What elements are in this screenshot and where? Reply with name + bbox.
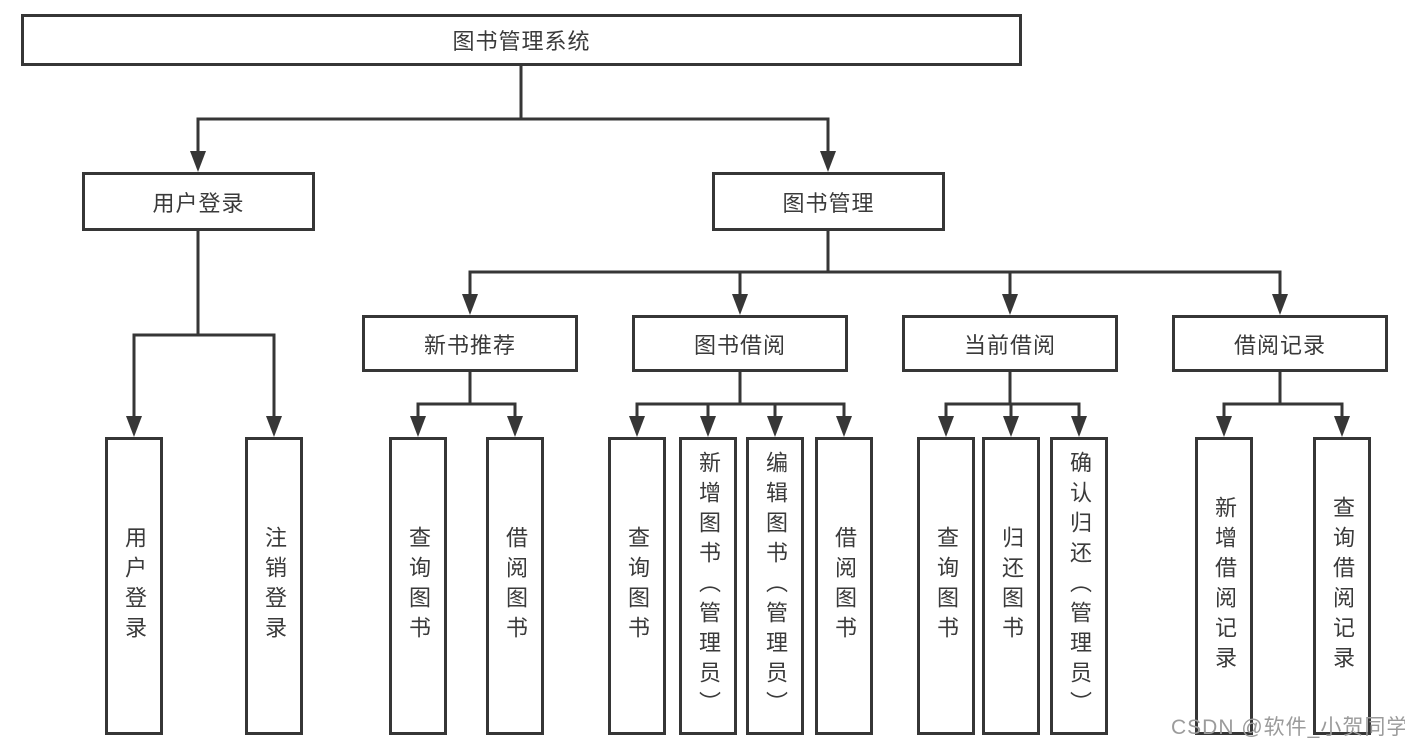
node-book-borrow: 图书借阅 bbox=[632, 315, 848, 372]
leaf-nb-borrow-books: 借阅图书 bbox=[486, 437, 544, 735]
leaf-bb-borrow-books-label: 借阅图书 bbox=[832, 526, 857, 646]
leaf-nb-query-books-label: 查询图书 bbox=[406, 526, 431, 646]
leaf-cb-return-books: 归还图书 bbox=[982, 437, 1040, 735]
node-root-label: 图书管理系统 bbox=[452, 29, 591, 54]
leaf-br-add-record: 新增借阅记录 bbox=[1195, 437, 1253, 735]
csdn-watermark: CSDN @软件_小贺同学 bbox=[1171, 716, 1405, 739]
leaf-bb-borrow-books: 借阅图书 bbox=[815, 437, 873, 735]
leaf-br-query-record-label: 查询借阅记录 bbox=[1330, 496, 1355, 676]
node-new-book-recommend-label: 新书推荐 bbox=[423, 332, 516, 358]
leaf-cb-query-books: 查询图书 bbox=[917, 437, 975, 735]
node-borrow-records: 借阅记录 bbox=[1172, 315, 1388, 372]
node-user-login-label: 用户登录 bbox=[152, 190, 245, 216]
leaf-bb-query-books: 查询图书 bbox=[608, 437, 666, 735]
leaf-logout: 注销登录 bbox=[245, 437, 303, 735]
leaf-nb-query-books: 查询图书 bbox=[389, 437, 447, 735]
node-new-book-recommend: 新书推荐 bbox=[362, 315, 578, 372]
leaf-logout-label: 注销登录 bbox=[262, 526, 287, 646]
node-root: 图书管理系统 bbox=[21, 14, 1022, 66]
leaf-br-add-record-label: 新增借阅记录 bbox=[1212, 496, 1237, 676]
node-book-borrow-label: 图书借阅 bbox=[693, 332, 786, 358]
node-current-borrow-label: 当前借阅 bbox=[963, 332, 1056, 358]
node-book-management: 图书管理 bbox=[712, 172, 945, 231]
leaf-user-login: 用户登录 bbox=[105, 437, 163, 735]
node-borrow-records-label: 借阅记录 bbox=[1233, 332, 1326, 358]
leaf-cb-confirm-return-admin-label: 确认归还（管理员） bbox=[1067, 451, 1092, 721]
leaf-bb-add-books-admin: 新增图书（管理员） bbox=[679, 437, 737, 735]
node-user-login: 用户登录 bbox=[82, 172, 315, 231]
leaf-cb-return-books-label: 归还图书 bbox=[999, 526, 1024, 646]
node-current-borrow: 当前借阅 bbox=[902, 315, 1118, 372]
leaf-bb-add-books-admin-label: 新增图书（管理员） bbox=[696, 451, 721, 721]
leaf-bb-query-books-label: 查询图书 bbox=[625, 526, 650, 646]
leaf-br-query-record: 查询借阅记录 bbox=[1313, 437, 1371, 735]
leaf-cb-query-books-label: 查询图书 bbox=[934, 526, 959, 646]
node-book-management-label: 图书管理 bbox=[782, 190, 875, 216]
leaf-bb-edit-books-admin-label: 编辑图书（管理员） bbox=[763, 451, 788, 721]
leaf-cb-confirm-return-admin: 确认归还（管理员） bbox=[1050, 437, 1108, 735]
leaf-bb-edit-books-admin: 编辑图书（管理员） bbox=[746, 437, 804, 735]
leaf-nb-borrow-books-label: 借阅图书 bbox=[503, 526, 528, 646]
leaf-user-login-label: 用户登录 bbox=[122, 526, 147, 646]
